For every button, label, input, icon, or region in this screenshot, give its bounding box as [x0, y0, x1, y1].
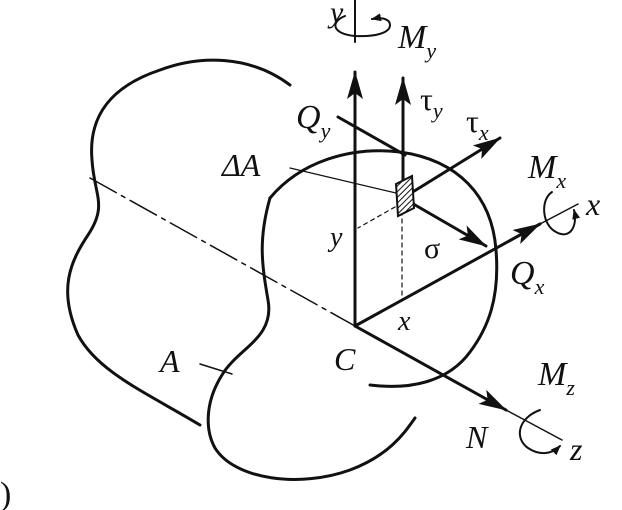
tau-y-label: τy: [420, 81, 443, 123]
centroid-axis-line: [89, 177, 356, 327]
moment-x-label: Mx: [527, 149, 566, 193]
coord-y-label: y: [327, 222, 343, 253]
y-axis-label: y: [327, 0, 344, 29]
shear-x-label: Qx: [510, 255, 545, 299]
tau-x-arrow: [401, 136, 502, 200]
delta-a-label: ΔA: [220, 147, 261, 183]
x-axis-arrow: [353, 222, 542, 328]
area-label: A: [158, 343, 180, 379]
z-axis-arrow: [353, 324, 508, 412]
sigma-arrow: [401, 196, 488, 248]
area-leader: [199, 363, 233, 375]
tau-x-label: τx: [466, 103, 489, 145]
z-axis-label: z: [569, 431, 583, 467]
corner-mark: ): [0, 476, 11, 510]
front-face-outline: [206, 196, 417, 481]
dashed-coord-y: [357, 202, 403, 229]
moment-y-arc: [334, 13, 391, 38]
back-face-outline: [66, 58, 292, 427]
shear-y-line: [336, 115, 407, 157]
delta-a-leader: [289, 167, 397, 194]
normal-force-label: N: [465, 419, 489, 455]
delta-a-element: [394, 174, 416, 218]
sigma-label: σ: [424, 232, 440, 265]
moment-z-label: Mz: [537, 356, 575, 400]
centroid-label: C: [334, 341, 356, 377]
moment-z-arc: [518, 409, 561, 456]
z-axis-extension: [505, 409, 563, 441]
x-axis-label: x: [585, 186, 600, 222]
moment-y-label: My: [397, 19, 436, 63]
coord-x-label: x: [397, 306, 411, 337]
front-cross-section-outline: [268, 149, 499, 388]
moment-x-arc: [543, 191, 581, 236]
shear-y-label: Qy: [296, 99, 331, 143]
